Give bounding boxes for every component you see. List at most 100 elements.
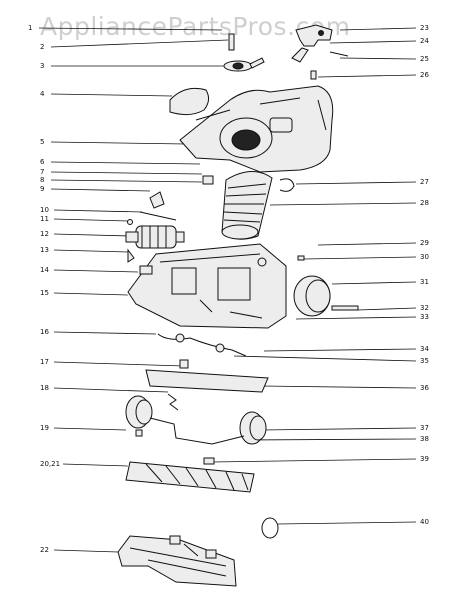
leader-line <box>38 27 223 31</box>
callout-number: 30 <box>420 253 429 261</box>
callout-number: 5 <box>40 138 44 146</box>
callout-number: 34 <box>420 345 429 353</box>
leader-line <box>233 355 417 362</box>
flexible-hose <box>221 171 273 240</box>
upper-housing <box>179 85 334 173</box>
leader-line <box>329 40 417 44</box>
bumper-bar <box>145 359 269 393</box>
leader-line <box>53 218 129 222</box>
callout-number: 26 <box>420 71 429 79</box>
right-wheel <box>293 255 359 317</box>
callout-number: 27 <box>420 178 429 186</box>
callout-number: 7 <box>40 168 44 176</box>
callout-number: 12 <box>40 230 49 238</box>
leader-line <box>53 292 129 296</box>
callout-number: 2 <box>40 43 44 51</box>
callout-number: 3 <box>40 62 44 70</box>
handle-cover <box>169 87 210 116</box>
callout-number: 40 <box>420 518 429 526</box>
axle-rod <box>149 417 245 445</box>
callout-number: 24 <box>420 37 429 45</box>
callout-number: 23 <box>420 24 429 32</box>
callout-number: 25 <box>420 55 429 63</box>
callout-number: 28 <box>420 199 429 207</box>
leader-line <box>53 331 157 335</box>
callout-number: 39 <box>420 455 429 463</box>
leader-line <box>269 202 417 206</box>
callout-number: 14 <box>40 266 49 274</box>
leader-line <box>277 521 417 525</box>
leader-line <box>50 161 201 165</box>
front-wheel-left <box>125 395 153 429</box>
wire-harness <box>157 333 247 357</box>
callout-number: 38 <box>420 435 429 443</box>
leader-line <box>53 269 139 273</box>
wheel-clip <box>135 429 143 437</box>
callout-number: 18 <box>40 384 49 392</box>
top-fastener-parts <box>223 33 265 72</box>
leader-line <box>50 141 187 145</box>
leader-line <box>243 438 417 441</box>
callout-number: 11 <box>40 215 49 223</box>
callout-number: 15 <box>40 289 49 297</box>
leader-line <box>50 188 151 192</box>
leader-line <box>295 316 417 320</box>
leader-line <box>53 361 185 367</box>
leader-line <box>263 348 417 352</box>
callout-number: 33 <box>420 313 429 321</box>
leader-line <box>295 181 417 185</box>
callout-number: 29 <box>420 239 429 247</box>
leader-line <box>50 179 203 183</box>
leader-line <box>339 57 417 60</box>
callout-number: 32 <box>420 304 429 312</box>
callout-number: 6 <box>40 158 45 166</box>
callout-number: 8 <box>40 176 44 184</box>
spring <box>167 393 179 411</box>
leader-line <box>357 307 417 311</box>
leader-line <box>317 74 417 78</box>
leader-line <box>53 427 127 431</box>
callout-number: 9 <box>40 185 44 193</box>
leader-line <box>211 458 417 463</box>
leader-line <box>331 281 417 285</box>
callout-number: 31 <box>420 278 429 286</box>
hose-clamp <box>279 178 295 192</box>
leader-line <box>50 171 203 175</box>
callout-number: 19 <box>40 424 49 432</box>
leader-line <box>50 93 173 97</box>
leader-line <box>261 427 417 431</box>
callout-number: 22 <box>40 546 49 554</box>
leader-line <box>317 242 417 246</box>
front-wheel-right <box>239 411 267 445</box>
top-right-clips <box>291 24 349 80</box>
leader-line <box>50 39 229 48</box>
leader-line <box>339 27 417 31</box>
callout-number: 35 <box>420 357 429 365</box>
callout-number: 1 <box>28 24 32 32</box>
callout-number: 36 <box>420 384 429 392</box>
leader-line <box>53 209 143 213</box>
leader-line <box>53 549 119 553</box>
callout-number: 37 <box>420 424 429 432</box>
brush-roll <box>125 457 255 493</box>
leader-line <box>53 249 129 253</box>
mid-left-small-parts <box>127 175 214 225</box>
bottom-plate <box>117 535 237 587</box>
leader-line <box>261 385 417 389</box>
leader-line <box>53 387 169 393</box>
callout-number: 17 <box>40 358 49 366</box>
drive-belt <box>261 517 279 539</box>
callout-number: 13 <box>40 246 49 254</box>
leader-line <box>303 256 417 260</box>
callout-number: 4 <box>40 90 45 98</box>
motor <box>125 225 185 263</box>
leader-line <box>62 463 129 467</box>
callout-number: 10 <box>40 206 49 214</box>
callout-number: 20,21 <box>40 460 60 468</box>
leader-line <box>53 233 131 237</box>
base-pan <box>127 243 287 329</box>
callout-number: 16 <box>40 328 49 336</box>
